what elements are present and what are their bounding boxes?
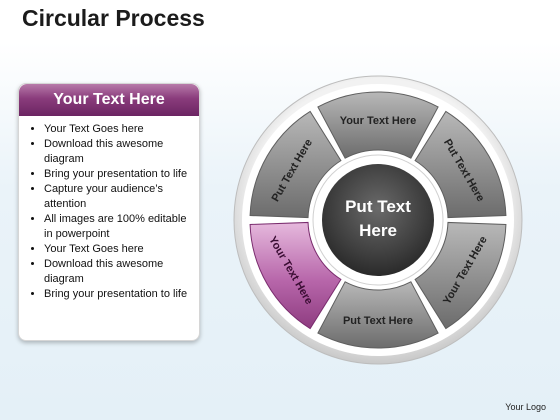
center-label-line2: Here (359, 221, 397, 240)
ring-segment (317, 281, 439, 349)
segment-label: Put Text Here (343, 315, 413, 327)
ring-segment (249, 221, 342, 330)
bullet-item: All images are 100% editable in powerpoi… (44, 212, 193, 242)
ring-segment (414, 221, 507, 330)
bullet-list: Your Text Goes here Download this awesom… (19, 122, 199, 302)
bullet-item: Bring your presentation to life (44, 287, 193, 302)
bullet-item: Download this awesome diagram (44, 137, 193, 167)
bullet-item: Your Text Goes here (44, 242, 193, 257)
bullet-item: Capture your audience’s attention (44, 182, 193, 212)
text-panel: Your Text Here Your Text Goes here Downl… (18, 83, 200, 341)
center-hub (322, 164, 434, 276)
panel-header: Your Text Here (19, 84, 199, 116)
bullet-item: Your Text Goes here (44, 122, 193, 137)
segment-label: Your Text Here (340, 115, 417, 127)
bullet-item: Download this awesome diagram (44, 257, 193, 287)
ring-segment (249, 110, 342, 219)
bullet-item: Bring your presentation to life (44, 167, 193, 182)
center-label-line1: Put Text (345, 197, 411, 216)
ring-segment (317, 91, 439, 159)
slide-title: Circular Process (22, 5, 205, 31)
logo-text: Your Logo (505, 402, 546, 412)
ring-segment (414, 110, 507, 219)
